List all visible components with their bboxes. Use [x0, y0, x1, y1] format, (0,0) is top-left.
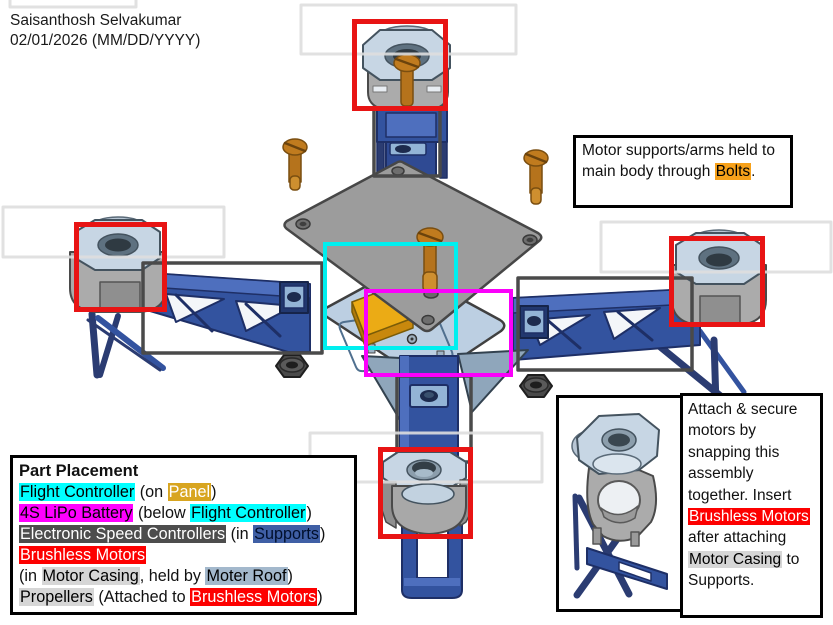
- ghost-box-topleft: [8, 0, 138, 9]
- brushless-motors-label: Brushless Motors: [19, 546, 147, 564]
- flight-controller-label: Flight Controller: [19, 483, 136, 501]
- bolts-note-box: Motor supports/arms held to main body th…: [573, 135, 793, 208]
- text-segment: ): [317, 588, 323, 606]
- hex-nut-left: [275, 354, 309, 378]
- text-segment: (Attached to: [93, 588, 191, 606]
- assembly-note-box: Attach & secure motors by snapping this …: [680, 393, 823, 618]
- esc-label: Electronic Speed Controllers: [19, 525, 227, 543]
- text-segment: ): [287, 567, 293, 585]
- text-segment: ): [319, 525, 326, 543]
- ghost-box-top: [299, 3, 518, 56]
- motor-highlight-box-top: [352, 19, 448, 111]
- assembly-detail-image-box: [556, 395, 683, 612]
- ghost-box-right: [599, 220, 833, 274]
- flight-controller-label: Flight Controller: [190, 504, 307, 522]
- part-placement-box: Part Placement Flight Controller (on Pan…: [10, 455, 357, 615]
- right-arm: [512, 289, 701, 361]
- part-placement-title: Part Placement: [19, 462, 139, 480]
- assembly-note-text: Attach & secure motors by snapping this …: [688, 401, 798, 504]
- bolts-note-period: .: [751, 163, 756, 180]
- part-placement-line-propellers: Propellers (Attached to Brushless Motors…: [19, 587, 349, 608]
- assembly-note-text: to Supports.: [688, 550, 800, 590]
- text-segment: (in: [226, 525, 254, 543]
- propellers-label: Propellers: [19, 588, 94, 606]
- motor-highlight-box-left: [74, 222, 167, 312]
- motor-casing-label: Motor Casing: [688, 550, 783, 568]
- author-block: Saisanthosh Selvakumar 02/01/2026 (MM/DD…: [10, 11, 200, 51]
- part-placement-line-battery: 4S LiPo Battery (below Flight Controller…: [19, 503, 349, 524]
- text-segment: , held by: [139, 567, 206, 585]
- part-placement-line-esc: Electronic Speed Controllers (in Support…: [19, 524, 349, 545]
- brushless-motors-label: Brushless Motors: [688, 508, 810, 526]
- brushless-motors-label: Brushless Motors: [190, 588, 318, 606]
- bolts-note-text: Motor supports/arms held to main body th…: [582, 142, 775, 180]
- author-name: Saisanthosh Selvakumar: [10, 12, 182, 29]
- supports-label: Supports: [253, 525, 320, 543]
- text-segment: ): [211, 483, 217, 501]
- motor-casing-label: Motor Casing: [41, 567, 140, 585]
- left-arm: [139, 272, 311, 353]
- bolt-center: [416, 227, 444, 293]
- motor-casing-assembly-render: [571, 413, 668, 599]
- hex-nut-right: [519, 374, 553, 398]
- bottom-motor-assembly: [381, 451, 473, 535]
- part-placement-line-casing: (in Motor Casing, held by Moter Roof): [19, 566, 349, 587]
- panel-highlight-box: [323, 242, 458, 350]
- text-segment: (below: [133, 504, 191, 522]
- text-segment: (on: [135, 483, 168, 501]
- part-placement-line-flight-controller: Flight Controller (on Panel): [19, 482, 349, 503]
- assembly-note-text: after attaching: [688, 529, 787, 547]
- author-date: 02/01/2026 (MM/DD/YYYY): [10, 32, 201, 49]
- bolts-highlight: Bolts: [714, 163, 752, 180]
- battery-label: 4S LiPo Battery: [19, 504, 134, 522]
- bolt-right: [523, 149, 549, 205]
- motor-highlight-box-bottom: [378, 447, 473, 539]
- battery-highlight-box: [364, 289, 513, 377]
- part-placement-line-brushless: Brushless Motors: [19, 545, 349, 566]
- left-support-legs: [86, 310, 166, 379]
- bolt-left: [282, 138, 308, 191]
- motor-highlight-box-right: [669, 236, 765, 327]
- panel-label: Panel: [167, 483, 212, 501]
- text-segment: ): [306, 504, 312, 522]
- moter-roof-label: Moter Roof: [205, 567, 288, 585]
- ghost-box-left: [1, 205, 226, 259]
- text-segment: (in: [19, 567, 42, 585]
